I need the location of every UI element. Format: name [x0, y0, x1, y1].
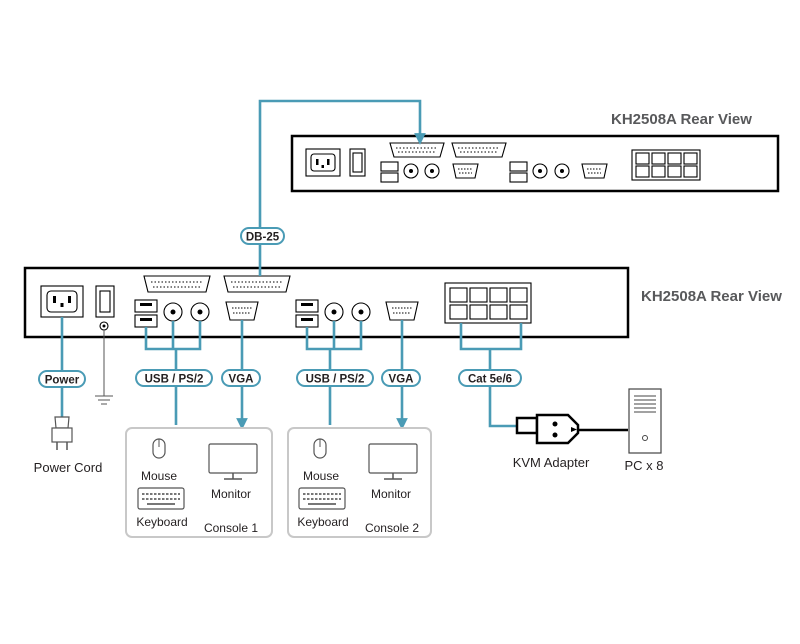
- power-socket-icon: [305, 148, 341, 177]
- svg-text:Power: Power: [45, 375, 80, 387]
- vga-port-icon: [452, 163, 479, 179]
- power-cord-label: Power Cord: [34, 460, 103, 475]
- keyboard-label: Keyboard: [136, 515, 187, 529]
- usb-port-icon: [380, 161, 399, 183]
- svg-text:USB / PS/2: USB / PS/2: [306, 374, 365, 386]
- usb-ps2-label-1: USB / PS/2: [135, 369, 213, 387]
- rj45-port-block-icon: [631, 149, 701, 181]
- vga-port-icon: [225, 301, 259, 321]
- mouse-icon: [313, 438, 327, 459]
- vga-port-icon: [581, 163, 608, 179]
- power-label: Power: [38, 370, 86, 388]
- pc-tower-icon: [628, 388, 662, 454]
- monitor-icon: [208, 443, 258, 480]
- vga-label-2: VGA: [381, 369, 421, 387]
- console-1: Mouse Monitor Keyboard Console 1: [125, 427, 273, 538]
- ground-screw-icon: [99, 321, 109, 331]
- svg-text:VGA: VGA: [229, 374, 254, 386]
- ps2-port-icon: [163, 302, 210, 322]
- usb-port-icon: [134, 299, 158, 328]
- kvm-adapter-icon: [515, 413, 628, 445]
- main-unit-title: KH2508A Rear View: [641, 288, 782, 305]
- power-switch-icon: [349, 148, 366, 177]
- mouse-icon: [152, 438, 166, 459]
- mouse-label: Mouse: [141, 469, 177, 483]
- ps2-port-icon: [403, 163, 440, 179]
- top-kvm-unit: [290, 134, 780, 193]
- db25-port-icon: [143, 275, 211, 293]
- pc-label: PC x 8: [624, 458, 663, 473]
- keyboard-label: Keyboard: [297, 515, 348, 529]
- kvm-adapter-label: KVM Adapter: [513, 455, 590, 470]
- monitor-label: Monitor: [211, 487, 251, 501]
- db25-port-icon: [451, 142, 507, 158]
- usb-ps2-label-2: USB / PS/2: [296, 369, 374, 387]
- vga-label-1: VGA: [221, 369, 261, 387]
- top-unit-title: KH2508A Rear View: [611, 111, 752, 128]
- usb-port-icon: [509, 161, 528, 183]
- db25-cable: [258, 99, 426, 276]
- svg-text:VGA: VGA: [389, 374, 414, 386]
- console-2: Mouse Monitor Keyboard Console 2: [287, 427, 432, 538]
- usb-port-icon: [295, 299, 319, 328]
- db25-port-icon: [389, 142, 445, 158]
- db25-label: DB-25: [240, 227, 285, 245]
- ps2-port-icon: [324, 302, 371, 322]
- ground-symbol-icon: [95, 330, 113, 405]
- svg-text:USB / PS/2: USB / PS/2: [145, 374, 204, 386]
- monitor-icon: [368, 443, 418, 480]
- db25-port-icon: [223, 275, 291, 293]
- keyboard-icon: [298, 487, 346, 510]
- cat-label: Cat 5e/6: [458, 369, 522, 387]
- power-socket-icon: [40, 285, 84, 318]
- console-name: Console 1: [204, 521, 258, 535]
- keyboard-icon: [137, 487, 185, 510]
- console-name: Console 2: [365, 521, 419, 535]
- svg-text:Cat 5e/6: Cat 5e/6: [468, 374, 512, 386]
- power-plug-icon: [51, 416, 73, 450]
- monitor-label: Monitor: [371, 487, 411, 501]
- main-kvm-unit: [23, 266, 630, 339]
- ps2-port-icon: [532, 163, 570, 179]
- rj45-port-block-icon: [444, 282, 532, 324]
- svg-text:DB-25: DB-25: [246, 232, 280, 244]
- vga-port-icon: [385, 301, 419, 321]
- mouse-label: Mouse: [303, 469, 339, 483]
- power-switch-icon: [95, 285, 115, 318]
